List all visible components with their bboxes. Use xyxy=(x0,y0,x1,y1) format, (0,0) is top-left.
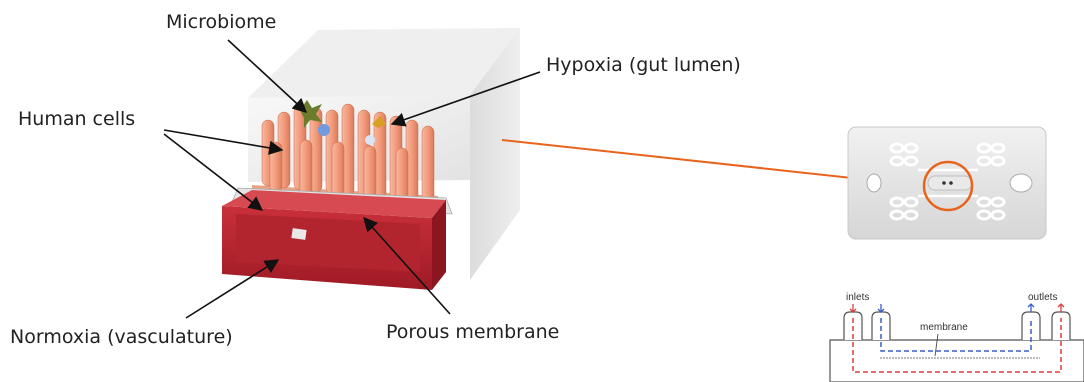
arrow-human-cells-vascular xyxy=(164,134,262,210)
chip-cross-section: inlets outlets membrane xyxy=(830,292,1084,382)
label-human-cells: Human cells xyxy=(18,108,135,130)
label-porous-membrane: Porous membrane xyxy=(386,321,559,343)
label-membrane: membrane xyxy=(920,322,968,333)
vascular-channel-inner xyxy=(236,214,420,272)
label-microbiome: Microbiome xyxy=(166,11,276,33)
label-outlets: outlets xyxy=(1028,292,1057,303)
inlet-arrow-red xyxy=(850,304,856,312)
chip-3d-model xyxy=(222,28,520,290)
outlet-arrow-red xyxy=(1058,304,1064,312)
inlet-arrow-blue xyxy=(878,304,884,312)
chip-dot-right xyxy=(949,181,953,185)
chip-photo xyxy=(848,127,1046,239)
label-hypoxia: Hypoxia (gut lumen) xyxy=(546,54,741,76)
outlet-arrow-blue xyxy=(1028,304,1034,312)
section-body xyxy=(830,340,1084,382)
label-inlets: inlets xyxy=(846,292,869,303)
flow-particle xyxy=(291,228,306,240)
chip-dot-left xyxy=(942,181,946,185)
label-normoxia: Normoxia (vasculature) xyxy=(10,326,233,348)
